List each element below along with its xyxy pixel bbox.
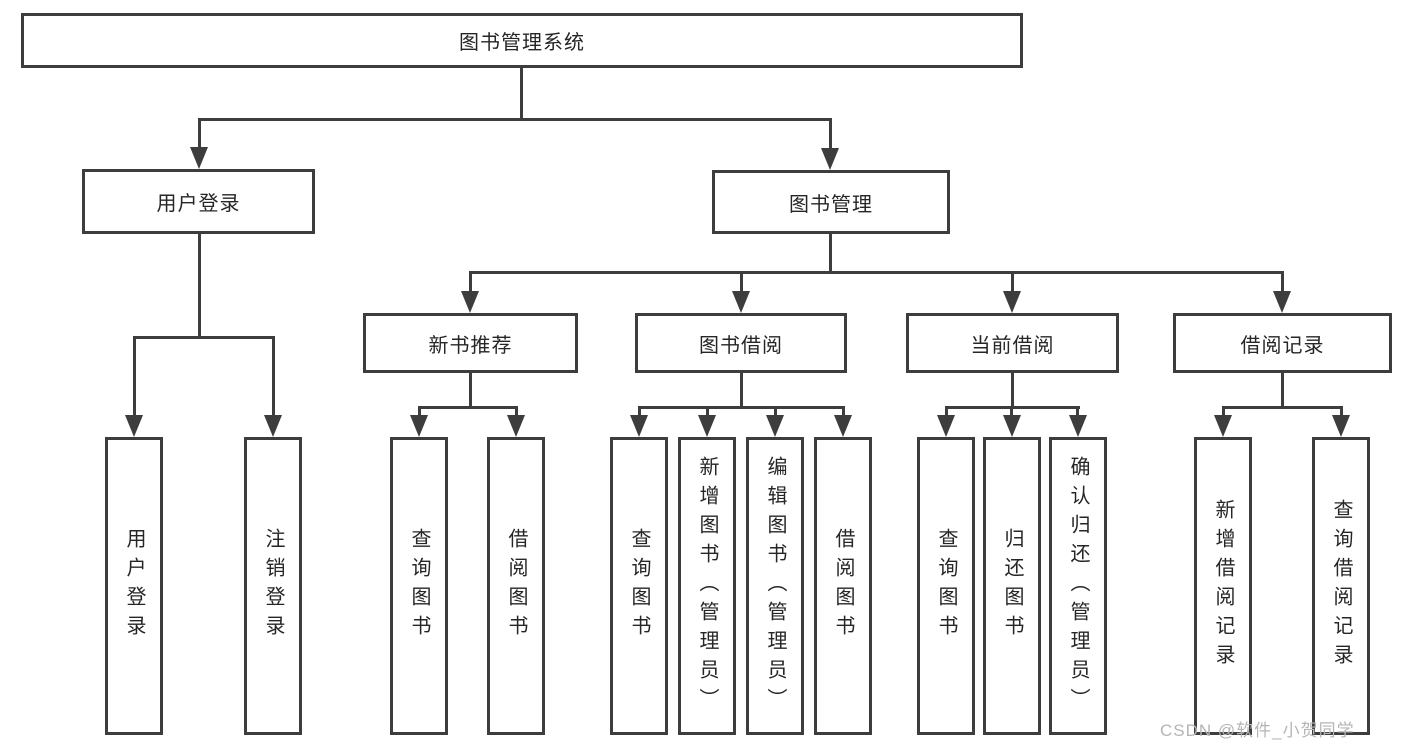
connector-line: [515, 406, 518, 418]
node-new-book-recommend-label: 新书推荐: [428, 334, 513, 357]
connector-line: [638, 406, 845, 409]
node-user-login: 用户登录: [82, 169, 315, 234]
leaf-borrow-books-1-label: 借阅图书: [505, 528, 527, 644]
connector-line: [272, 336, 275, 418]
arrowhead-icon: [410, 415, 428, 437]
arrowhead-icon: [125, 415, 143, 437]
connector-line: [740, 271, 743, 294]
arrowhead-icon: [264, 415, 282, 437]
connector-line: [774, 406, 777, 418]
connector-line: [1281, 271, 1284, 294]
leaf-query-books-2-label: 查询图书: [628, 528, 650, 644]
leaf-query-borrow-record: 查询借阅记录: [1312, 437, 1370, 735]
arrowhead-icon: [834, 415, 852, 437]
connector-line: [198, 118, 832, 121]
node-borrow-records-label: 借阅记录: [1240, 334, 1325, 357]
node-current-borrow: 当前借阅: [906, 313, 1119, 373]
node-root: 图书管理系统: [21, 13, 1023, 68]
arrowhead-icon: [1069, 415, 1087, 437]
arrowhead-icon: [937, 415, 955, 437]
leaf-borrow-books-1: 借阅图书: [487, 437, 545, 735]
node-user-login-label: 用户登录: [156, 193, 241, 215]
arrowhead-icon: [821, 148, 839, 170]
node-book-management-label: 图书管理: [789, 193, 873, 216]
node-book-borrow-label: 图书借阅: [699, 334, 783, 357]
arrowhead-icon: [507, 415, 525, 437]
connector-line: [1281, 373, 1284, 409]
arrowhead-icon: [1273, 291, 1291, 313]
arrowhead-icon: [766, 415, 784, 437]
connector-line: [945, 406, 948, 418]
leaf-query-books-1: 查询图书: [390, 437, 448, 735]
connector-line: [1222, 406, 1225, 418]
arrowhead-icon: [1003, 291, 1021, 313]
csdn-watermark: CSDN @软件_小贺同学: [1160, 721, 1355, 740]
leaf-user-login: 用户登录: [105, 437, 163, 735]
leaf-add-borrow-record-label: 新增借阅记录: [1212, 499, 1234, 673]
connector-line: [133, 336, 136, 418]
leaf-confirm-return-admin: 确认归还（管理员）: [1049, 437, 1107, 735]
arrowhead-icon: [698, 415, 716, 437]
node-borrow-records: 借阅记录: [1173, 313, 1392, 373]
connector-line: [829, 118, 832, 150]
leaf-query-books-1-label: 查询图书: [408, 528, 430, 644]
connector-line: [198, 118, 201, 150]
leaf-add-books-admin: 新增图书（管理员）: [678, 437, 736, 735]
connector-line: [1340, 406, 1343, 418]
leaf-return-books: 归还图书: [983, 437, 1041, 735]
arrowhead-icon: [1003, 415, 1021, 437]
leaf-edit-books-admin: 编辑图书（管理员）: [746, 437, 804, 735]
leaf-add-borrow-record: 新增借阅记录: [1194, 437, 1252, 735]
node-current-borrow-label: 当前借阅: [970, 334, 1055, 357]
connector-line: [1011, 271, 1014, 294]
connector-line: [1010, 406, 1013, 418]
leaf-query-books-3-label: 查询图书: [935, 528, 957, 644]
leaf-edit-books-admin-label: 编辑图书（管理员）: [764, 455, 786, 717]
connector-line: [469, 271, 472, 294]
node-root-label: 图书管理系统: [459, 32, 585, 54]
leaf-logout-label: 注销登录: [262, 528, 284, 644]
leaf-user-login-label: 用户登录: [123, 528, 145, 644]
arrowhead-icon: [461, 291, 479, 313]
connector-line: [469, 373, 472, 409]
arrowhead-icon: [1214, 415, 1232, 437]
connector-line: [418, 406, 421, 418]
connector-line: [740, 373, 743, 409]
node-book-management: 图书管理: [712, 170, 950, 234]
arrowhead-icon: [630, 415, 648, 437]
connector-line: [829, 234, 832, 274]
leaf-return-books-label: 归还图书: [1001, 528, 1023, 644]
connector-line: [1011, 373, 1014, 409]
node-book-borrow: 图书借阅: [635, 313, 847, 373]
arrowhead-icon: [1332, 415, 1350, 437]
connector-line: [133, 336, 275, 339]
connector-line: [1222, 406, 1343, 409]
arrowhead-icon: [732, 291, 750, 313]
leaf-confirm-return-admin-label: 确认归还（管理员）: [1067, 455, 1089, 717]
leaf-borrow-books-2-label: 借阅图书: [832, 528, 854, 644]
connector-line: [520, 68, 523, 121]
leaf-query-books-2: 查询图书: [610, 437, 668, 735]
connector-line: [198, 234, 201, 339]
connector-line: [706, 406, 709, 418]
leaf-query-borrow-record-label: 查询借阅记录: [1330, 499, 1352, 673]
connector-line: [1076, 406, 1079, 418]
leaf-logout: 注销登录: [244, 437, 302, 735]
node-new-book-recommend: 新书推荐: [363, 313, 578, 373]
arrowhead-icon: [190, 147, 208, 169]
leaf-borrow-books-2: 借阅图书: [814, 437, 872, 735]
connector-line: [418, 406, 518, 409]
connector-line: [842, 406, 845, 418]
connector-line: [638, 406, 641, 418]
leaf-query-books-3: 查询图书: [917, 437, 975, 735]
connector-line: [469, 271, 1284, 274]
leaf-add-books-admin-label: 新增图书（管理员）: [696, 455, 718, 717]
